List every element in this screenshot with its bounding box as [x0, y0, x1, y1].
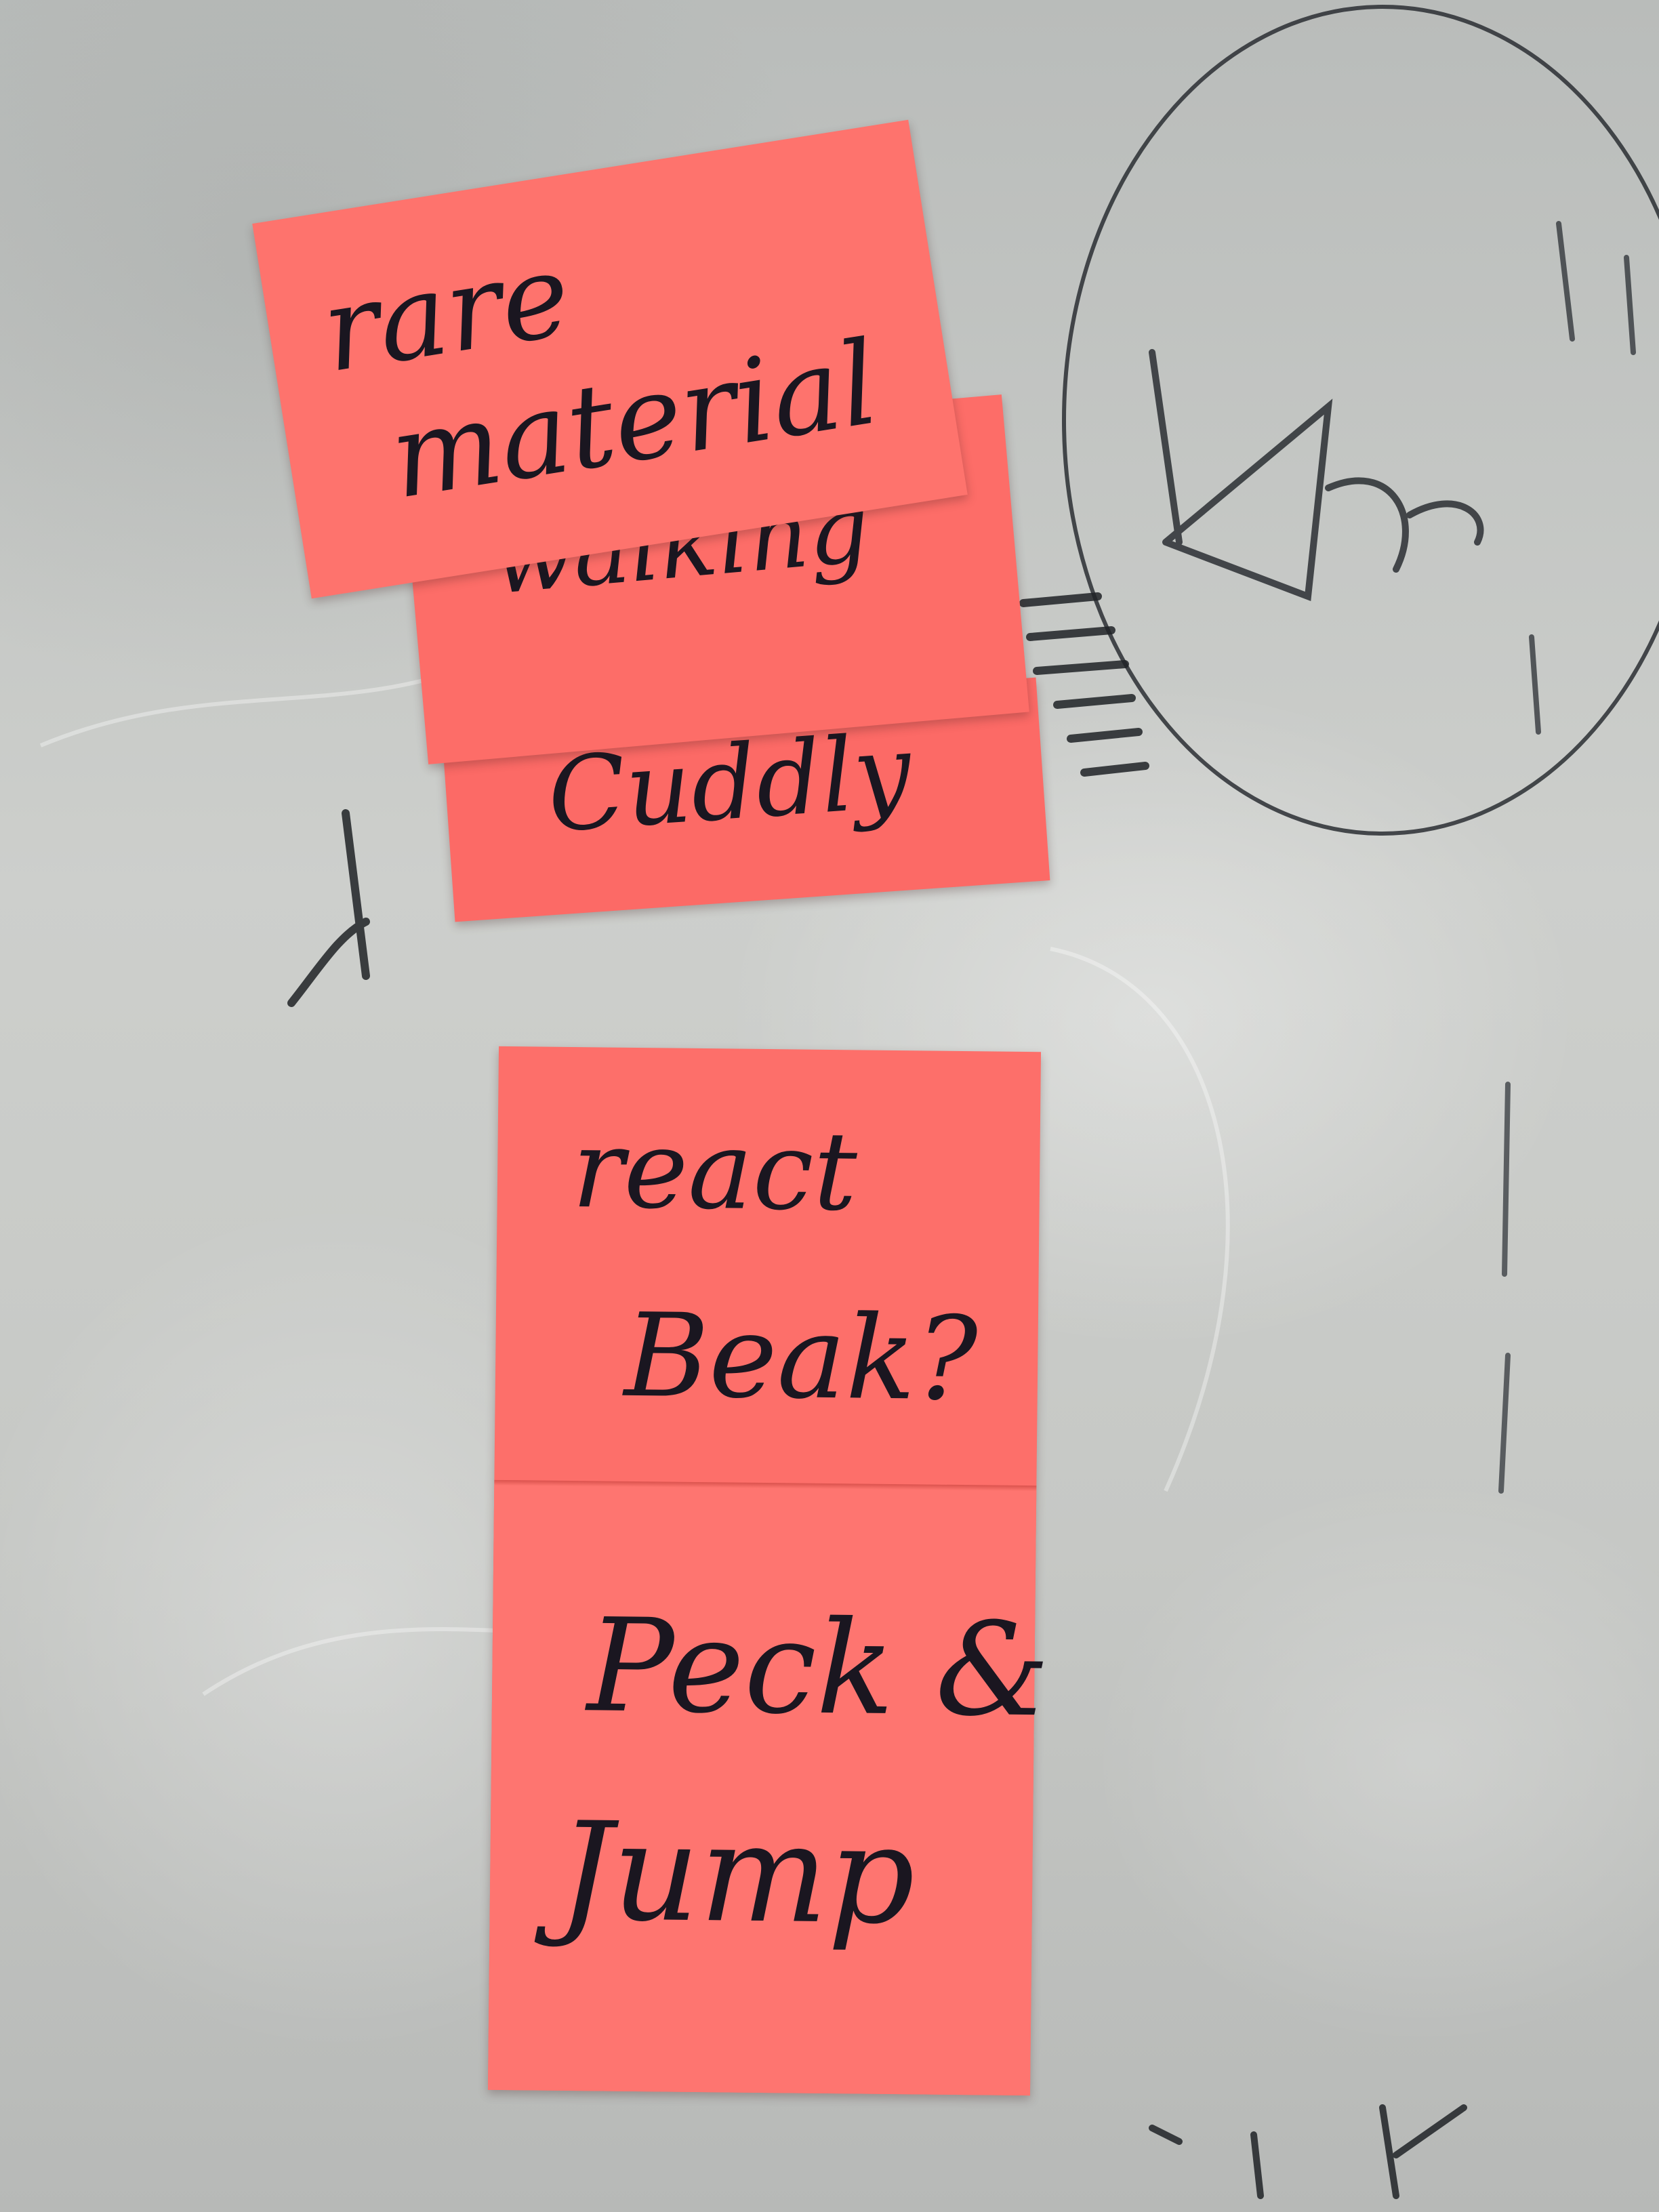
marker-bottom-marks — [1149, 2104, 1467, 2199]
note-text-rare: rare — [314, 227, 579, 399]
note-text-jump: Jump — [557, 1793, 916, 1955]
note-text-beak: Beak? — [623, 1288, 979, 1427]
note-lower-panel: Peck & Jump — [487, 1485, 1050, 2096]
note-upper-panel: react Beak? — [494, 1046, 1041, 1486]
marker-vertical-line — [1498, 1082, 1511, 1494]
marker-triangle-scribble — [1149, 349, 1484, 601]
marker-lambda — [287, 809, 370, 1007]
marker-hatching — [1019, 592, 1149, 777]
note-text-react: react — [571, 1105, 858, 1235]
note-text-peck: Peck & — [586, 1591, 1051, 1746]
marker-circle — [1062, 5, 1659, 836]
marker-tick-marks — [1529, 221, 1636, 735]
sticky-note-bottom: react Beak? Peck & Jump — [487, 1046, 1050, 2096]
